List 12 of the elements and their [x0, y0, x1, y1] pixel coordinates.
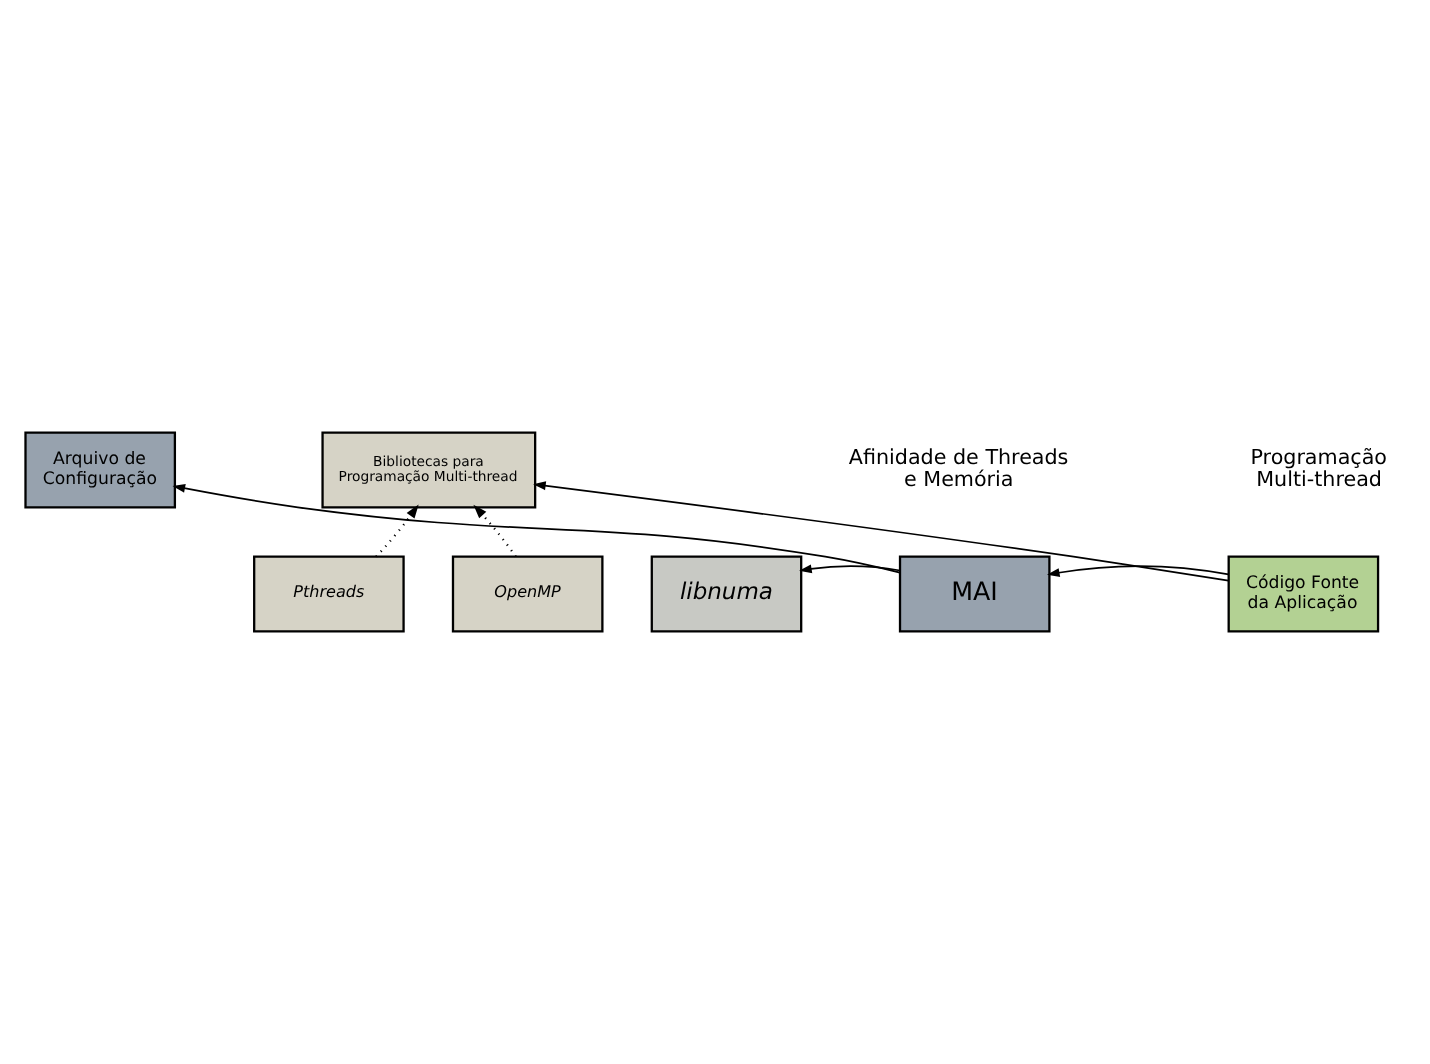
label: Programação Multi-thread [1250, 445, 1387, 493]
arrow [375, 504, 419, 558]
arrow [1046, 565, 1230, 577]
node-box: Arquivo de Configuração [24, 431, 177, 509]
node-box: MAI [898, 555, 1051, 633]
arrow [533, 481, 1230, 582]
label: Afinidade de Threads e Memória [848, 445, 1069, 493]
arrow [799, 564, 901, 574]
node-box: Código Fonte da Aplicação [1227, 555, 1380, 633]
node-box: libnuma [650, 555, 803, 633]
arrow [172, 483, 901, 574]
arrow [473, 504, 517, 558]
